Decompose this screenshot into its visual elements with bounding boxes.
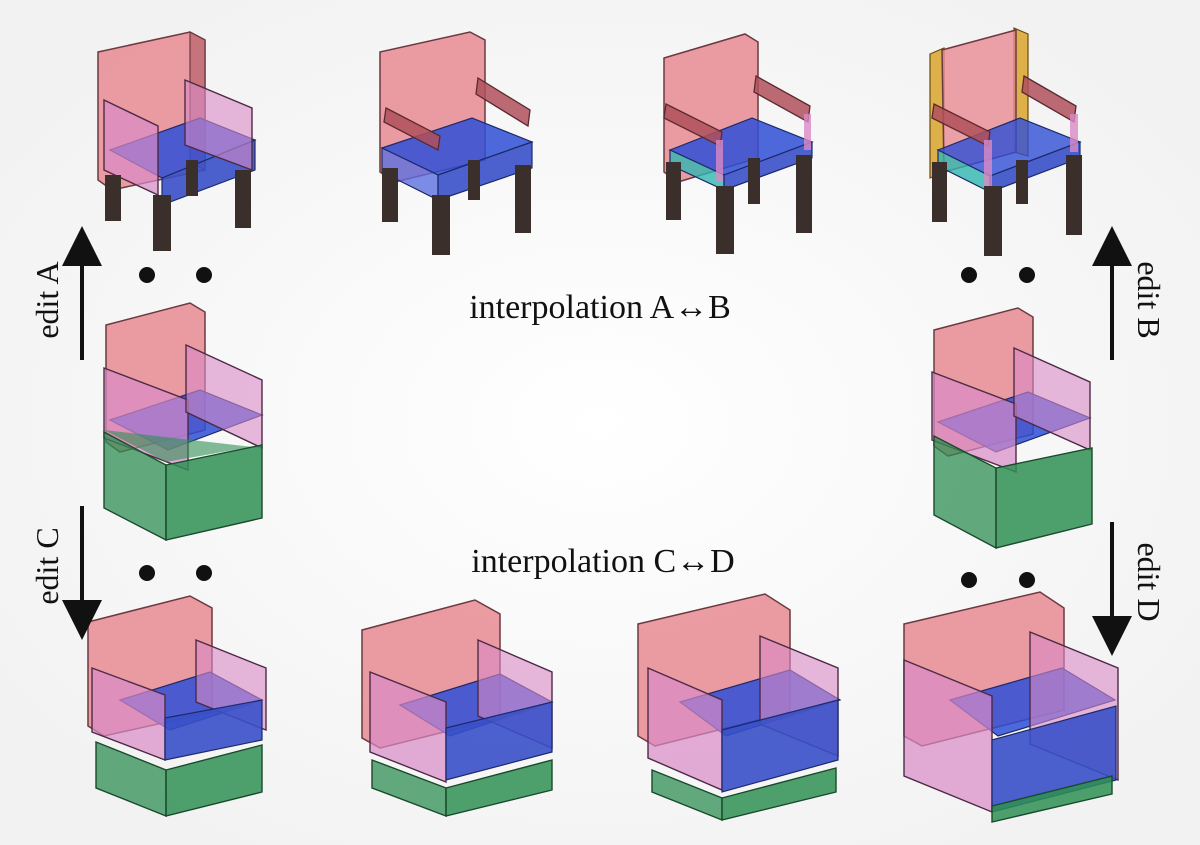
chair-mid-right bbox=[931, 307, 1093, 550]
ellipsis-dot bbox=[1019, 572, 1035, 588]
chair-base-side bbox=[721, 767, 837, 821]
chair-leg bbox=[153, 195, 171, 251]
edit-c-label: edit C bbox=[29, 527, 65, 604]
chair-leg bbox=[932, 162, 947, 222]
chair-leg bbox=[1016, 160, 1028, 204]
ellipsis-dot bbox=[196, 565, 212, 581]
ellipsis-dot bbox=[139, 565, 155, 581]
chair-leg bbox=[796, 155, 812, 233]
chair-seat-front bbox=[445, 701, 553, 781]
chair-leg bbox=[1066, 155, 1082, 235]
chair-arm-left bbox=[369, 670, 447, 784]
edit-d-label: edit D bbox=[1131, 542, 1167, 621]
chair-base-side bbox=[165, 744, 263, 817]
ellipsis-dot bbox=[961, 267, 977, 283]
edit-b-label: edit B bbox=[1131, 261, 1167, 338]
chair-top-4 bbox=[929, 27, 1082, 256]
chair-base-top bbox=[104, 430, 262, 462]
ellipsis-dot bbox=[1019, 267, 1035, 283]
chair-top-1 bbox=[97, 31, 257, 251]
chair-leg bbox=[235, 170, 251, 228]
chair-base-side bbox=[991, 775, 1113, 823]
chair-mid-left bbox=[103, 302, 264, 542]
chair-leg bbox=[186, 160, 198, 196]
chair-leg bbox=[515, 165, 531, 233]
chair-arm-right bbox=[184, 78, 253, 172]
chair-leg bbox=[105, 175, 121, 221]
chair-bottom-4 bbox=[903, 591, 1119, 823]
chair-arm-bar bbox=[475, 76, 531, 128]
chair-leg bbox=[432, 195, 450, 255]
edit-a-label: edit A bbox=[29, 261, 65, 338]
chair-bottom-3 bbox=[637, 593, 842, 822]
ellipsis-dot bbox=[196, 267, 212, 283]
chair-leg bbox=[748, 158, 760, 204]
chair-arm-post bbox=[1070, 114, 1078, 152]
chair-top-3 bbox=[663, 33, 814, 254]
chair-base-side bbox=[165, 444, 263, 541]
chair-leg bbox=[468, 160, 480, 200]
chair-base-side bbox=[445, 759, 553, 817]
interpolation-ab-label: interpolation A↔B bbox=[469, 289, 731, 326]
chair-leg bbox=[666, 162, 681, 220]
chair-seat-front bbox=[164, 699, 263, 761]
chair-bottom-1 bbox=[87, 595, 267, 818]
chair-top-2 bbox=[379, 31, 534, 255]
interpolation-cd-label: interpolation C↔D bbox=[471, 543, 734, 580]
ellipsis-dot bbox=[139, 267, 155, 283]
chair-base-side bbox=[995, 447, 1093, 549]
chair-arm-post bbox=[984, 140, 992, 186]
chair-leg bbox=[716, 186, 734, 254]
ellipsis-dot bbox=[961, 572, 977, 588]
chair-bottom-2 bbox=[361, 599, 554, 818]
chair-leg bbox=[984, 186, 1002, 256]
chair-leg bbox=[382, 168, 398, 222]
chair-arm-post bbox=[804, 114, 811, 150]
chair-arm-post bbox=[716, 140, 723, 182]
chair-seat-front bbox=[437, 141, 533, 201]
chair-arm-bar bbox=[383, 107, 441, 151]
chair-seat-front bbox=[721, 699, 839, 793]
